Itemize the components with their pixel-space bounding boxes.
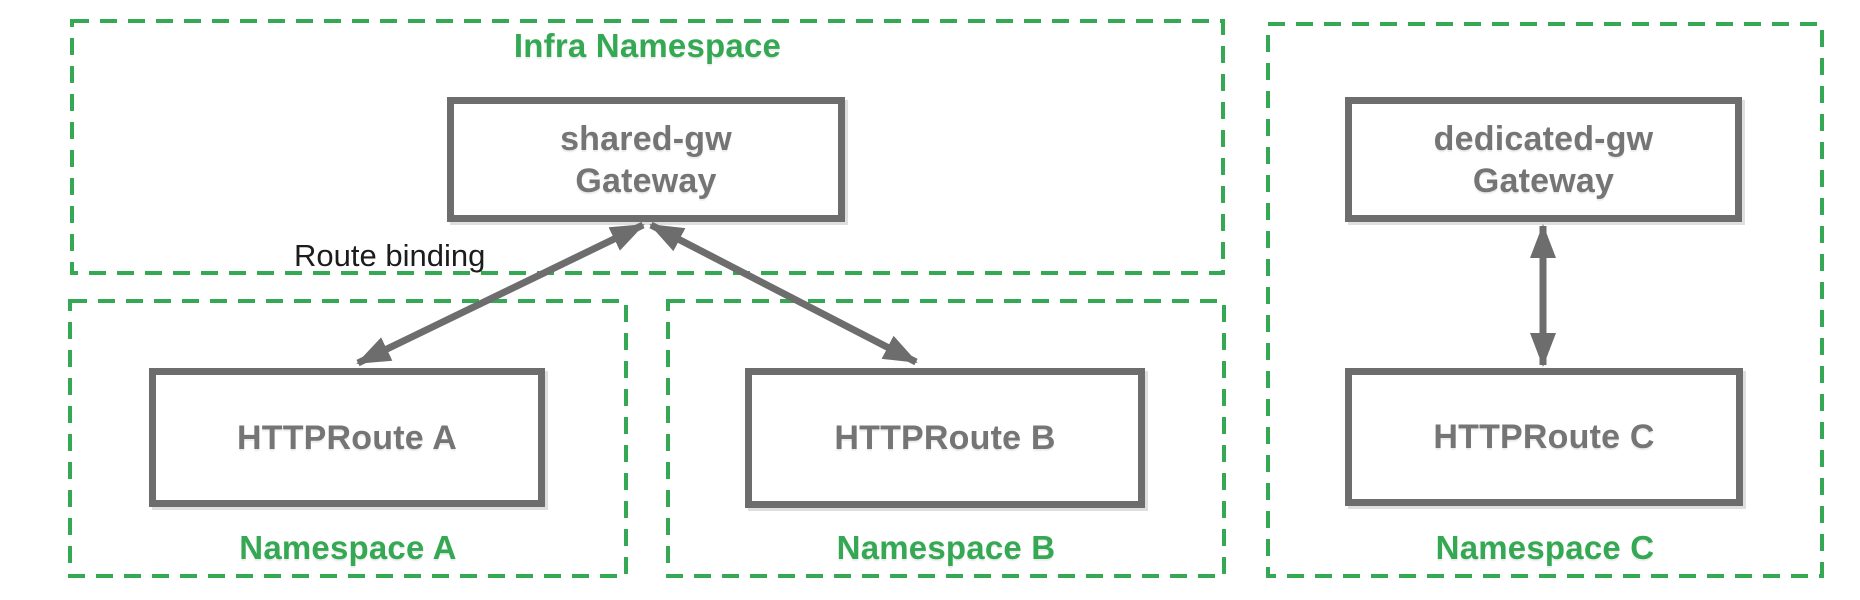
- dedicated-gw-name: dedicated-gw: [1433, 119, 1654, 158]
- httproute-b-label: HTTPRoute B: [834, 419, 1056, 457]
- namespace-b-border: [666, 299, 1226, 578]
- httproute-b-node: HTTPRoute B: [745, 368, 1145, 508]
- dedicated-gw-gateway-node: dedicated-gw Gateway: [1345, 97, 1742, 222]
- route-binding-label: Route binding: [294, 238, 486, 273]
- shared-gw-gateway-node: shared-gw Gateway: [447, 97, 845, 222]
- namespace-c-title: Namespace C: [1435, 529, 1655, 566]
- httproute-a-label: HTTPRoute A: [236, 418, 458, 457]
- namespace-a-border: [68, 299, 628, 578]
- shared-gw-kind: Gateway: [575, 161, 717, 200]
- httproute-c-label: HTTPRoute C: [1433, 418, 1655, 456]
- infra-namespace-border: [70, 19, 1225, 275]
- route-a-binding-arrow: [356, 221, 645, 367]
- shared-gw-name: shared-gw: [560, 119, 732, 158]
- namespace-a-title: Namespace A: [239, 529, 457, 566]
- httproute-c-node: HTTPRoute C: [1345, 368, 1743, 506]
- namespace-c-border: [1266, 22, 1824, 578]
- infra-namespace-title: Infra Namespace: [513, 27, 782, 64]
- httproute-a-node: HTTPRoute A: [149, 368, 545, 507]
- route-b-binding-arrow: [649, 221, 918, 366]
- dedicated-gw-kind: Gateway: [1472, 161, 1615, 200]
- namespace-b-title: Namespace B: [836, 529, 1056, 566]
